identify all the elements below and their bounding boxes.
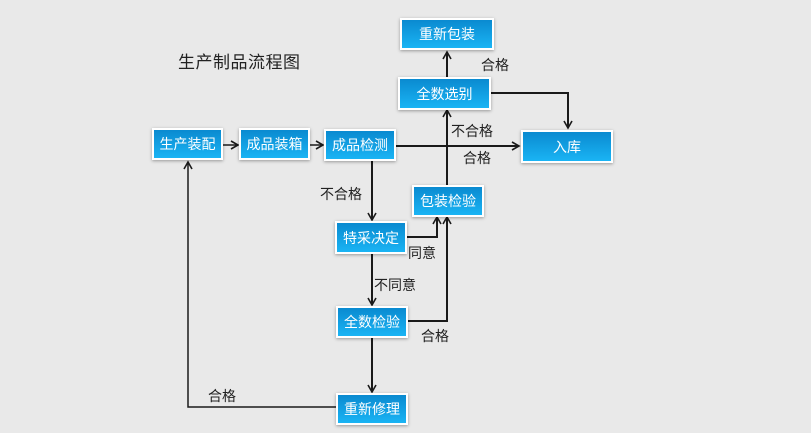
- node-assembly[interactable]: 生产装配: [152, 128, 223, 160]
- label-full-inspect-pass: 合格: [421, 329, 449, 345]
- edge-sort-warehouse: [491, 92, 573, 130]
- node-repair[interactable]: 重新修理: [336, 393, 408, 425]
- node-warehouse[interactable]: 入库: [521, 130, 613, 163]
- node-special[interactable]: 特采决定: [335, 221, 407, 254]
- node-inspect[interactable]: 成品检测: [324, 129, 396, 161]
- edge-full-pack: [408, 215, 452, 322]
- node-full-inspect[interactable]: 全数检验: [336, 306, 408, 338]
- edge-repair-assembly: [183, 160, 336, 408]
- label-pack-sort: 不合格: [451, 124, 493, 140]
- node-repack[interactable]: 重新包装: [400, 18, 494, 50]
- label-repair-pass: 合格: [208, 389, 236, 405]
- label-special-agree: 同意: [408, 246, 436, 262]
- page-title: 生产制品流程图: [178, 53, 301, 73]
- label-special-disagree: 不同意: [374, 278, 416, 294]
- edge-special-pack: [407, 215, 442, 238]
- label-inspect-special: 不合格: [320, 187, 362, 203]
- node-boxing[interactable]: 成品装箱: [239, 128, 310, 160]
- node-pack-inspect[interactable]: 包装检验: [412, 185, 484, 217]
- label-inspect-warehouse: 合格: [463, 151, 491, 167]
- label-sort-repack: 合格: [481, 58, 509, 74]
- node-full-sort[interactable]: 全数选别: [398, 77, 491, 110]
